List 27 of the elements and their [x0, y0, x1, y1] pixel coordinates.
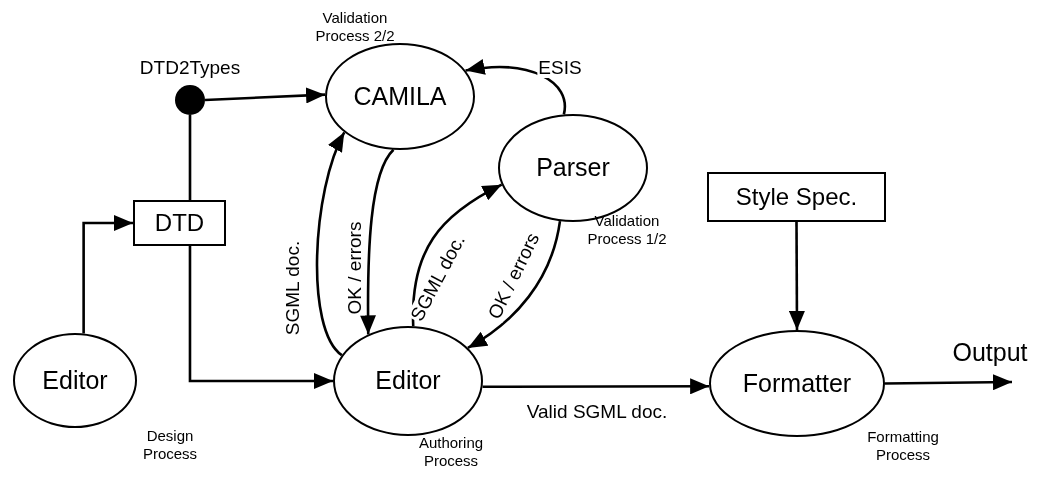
- process-caption: Authoring Process: [417, 434, 485, 470]
- process-caption: Formatting Process: [866, 428, 940, 464]
- connector-line: [188, 115, 192, 200]
- node-label: Editor: [375, 367, 441, 395]
- node-label: Editor: [42, 366, 108, 395]
- node-label: Parser: [536, 154, 610, 182]
- arrow: [788, 222, 805, 330]
- data-box: [707, 172, 886, 222]
- process-caption: Validation Process 2/2: [314, 9, 396, 45]
- arrow: [82, 215, 133, 334]
- process-caption: Validation Process 1/2: [586, 212, 668, 248]
- node-label: DTD: [154, 209, 205, 237]
- junction-label: DTD2Types: [139, 58, 241, 79]
- edge-label: ESIS: [537, 58, 583, 78]
- arrow: [482, 378, 710, 395]
- arrow: [360, 149, 395, 335]
- node-label: Style Spec.: [735, 183, 858, 211]
- arrow: [188, 246, 333, 389]
- arrow: [885, 374, 1012, 391]
- arrow: [204, 87, 326, 104]
- arrow: [315, 131, 346, 357]
- node-label: Formatter: [742, 369, 852, 398]
- node-label: CAMILA: [353, 82, 447, 111]
- arrow: [411, 183, 503, 327]
- data-box: [133, 200, 226, 246]
- arrow: [467, 220, 562, 350]
- process-caption: Design Process: [141, 427, 199, 463]
